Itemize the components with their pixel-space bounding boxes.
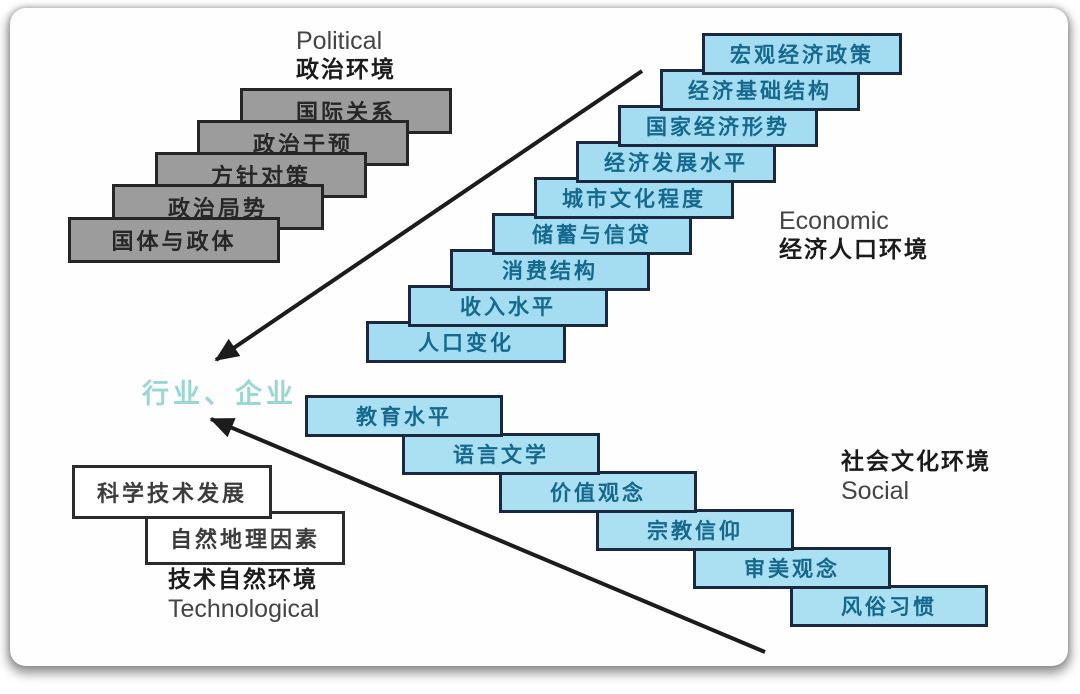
economic-heading-zh: 经济人口环境 bbox=[779, 236, 929, 262]
economic-section-heading: Economic 经济人口环境 bbox=[779, 206, 929, 264]
social-box-1: 教育水平 bbox=[305, 395, 503, 437]
industry-enterprise-label: 行业、企业 bbox=[142, 379, 297, 410]
economic-heading-en: Economic bbox=[779, 207, 889, 235]
political-box-5: 国体与政体 bbox=[68, 217, 280, 263]
social-box-6: 风俗习惯 bbox=[790, 585, 988, 627]
social-heading-en: Social bbox=[841, 476, 910, 505]
political-heading-en: Political bbox=[296, 27, 383, 55]
social-box-2: 语言文学 bbox=[402, 433, 600, 475]
technological-heading-zh: 技术自然环境 bbox=[168, 566, 318, 592]
economic-box-1: 宏观经济政策 bbox=[702, 33, 902, 75]
economic-box-8: 收入水平 bbox=[408, 285, 608, 327]
social-section-heading: 社会文化环境 Social bbox=[841, 448, 991, 506]
technological-box-2: 自然地理因素 bbox=[145, 511, 345, 565]
technological-section-heading: 技术自然环境 Technological bbox=[168, 566, 320, 624]
economic-box-5: 城市文化程度 bbox=[534, 177, 734, 219]
social-box-3: 价值观念 bbox=[499, 471, 697, 513]
social-box-5: 审美观念 bbox=[693, 547, 891, 589]
economic-box-6: 储蓄与信贷 bbox=[492, 213, 692, 255]
political-section-heading: Political 政治环境 bbox=[296, 26, 396, 84]
economic-box-7: 消费结构 bbox=[450, 249, 650, 291]
social-box-4: 宗教信仰 bbox=[596, 509, 794, 551]
technological-heading-en: Technological bbox=[168, 594, 320, 623]
economic-box-4: 经济发展水平 bbox=[576, 141, 776, 183]
social-heading-zh: 社会文化环境 bbox=[841, 448, 991, 474]
economic-box-9: 人口变化 bbox=[366, 321, 566, 363]
technological-box-1: 科学技术发展 bbox=[72, 465, 272, 519]
political-heading-zh: 政治环境 bbox=[296, 56, 396, 82]
economic-box-3: 国家经济形势 bbox=[618, 105, 818, 147]
economic-box-2: 经济基础结构 bbox=[660, 69, 860, 111]
